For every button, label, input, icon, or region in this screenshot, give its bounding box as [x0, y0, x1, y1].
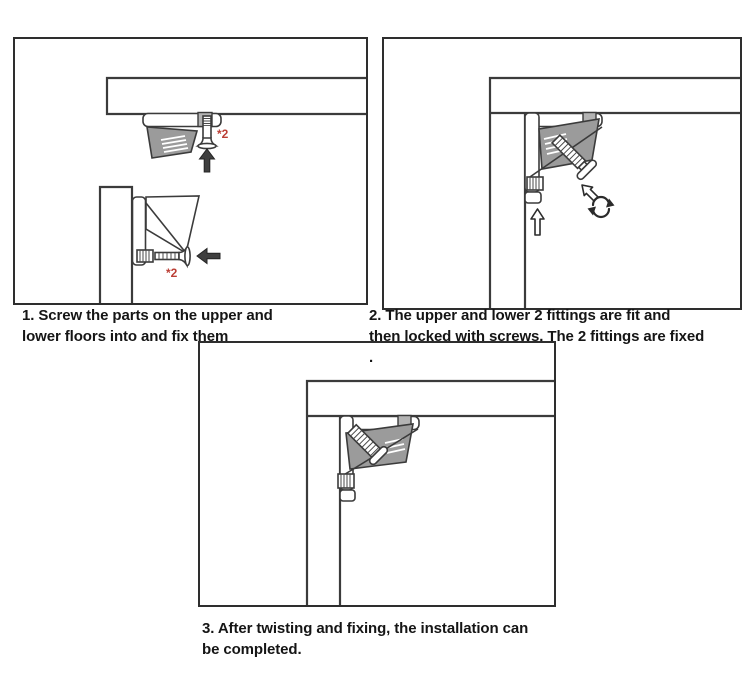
- step-1-panel: *2: [13, 37, 368, 305]
- step-2-panel: [382, 37, 742, 310]
- step-3-diagram: [305, 379, 554, 605]
- lower-bracket-icon: [131, 195, 201, 266]
- step-1-diagram: *2: [98, 76, 366, 303]
- lower-side-board: [98, 185, 134, 303]
- screw-count-label: *2: [166, 266, 178, 280]
- screw-count-label: *2: [217, 127, 229, 141]
- bolt-screw-icon: [550, 133, 598, 181]
- upper-shelf-board: [105, 76, 366, 116]
- bolt-screw-icon: [346, 423, 389, 466]
- step-3-caption: 3. After twisting and fixing, the instal…: [202, 620, 529, 658]
- left-arrow-icon: [196, 247, 221, 265]
- up-arrow-icon: [198, 148, 216, 173]
- step-2-caption: 2. The upper and lower 2 fittings are fi…: [369, 307, 705, 366]
- step-1-caption: 1. Screw the parts on the upper and lowe…: [22, 307, 273, 345]
- rotate-clockwise-icon: [587, 195, 615, 219]
- screw-icon: [154, 244, 191, 269]
- step-2-diagram: [488, 76, 740, 308]
- up-arrow-icon: [530, 208, 545, 236]
- step-3-panel: [198, 341, 556, 607]
